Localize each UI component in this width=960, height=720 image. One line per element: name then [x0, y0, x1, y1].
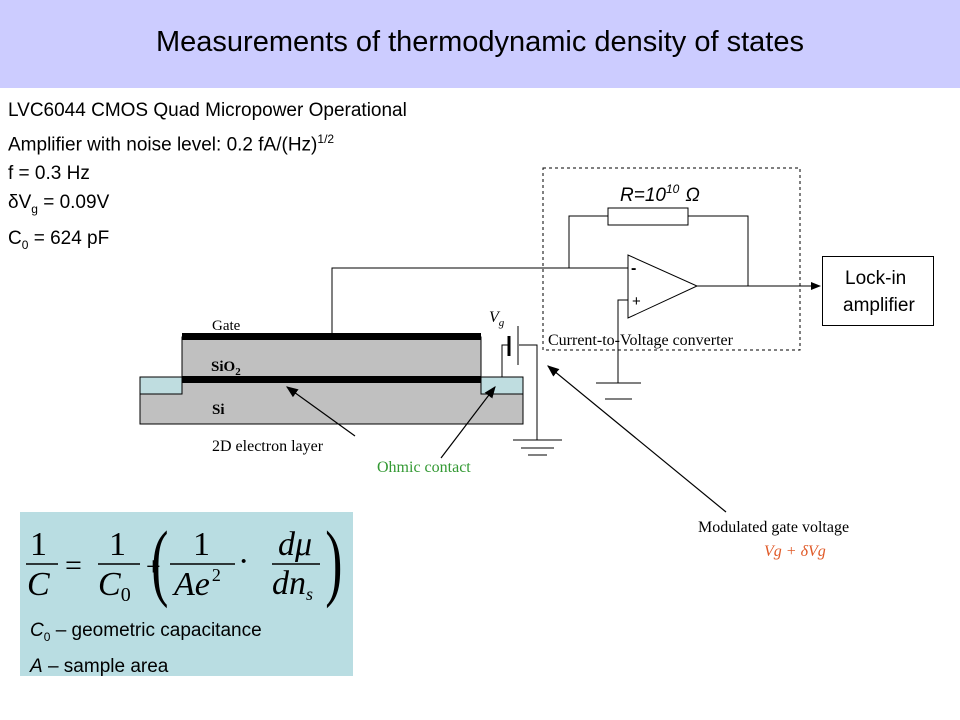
modulated-arrow: [547, 365, 727, 513]
source-ground-wire: [519, 344, 538, 440]
formula-paren-right: ): [325, 515, 342, 610]
spec-line-2: Amplifier with noise level: 0.2 fA/(Hz)1…: [8, 132, 335, 156]
gate-wire: [331, 267, 628, 333]
feedback-resistor: [607, 207, 689, 226]
formula-equals: =: [65, 549, 82, 582]
spec-line-4: δVg = 0.09V: [8, 192, 110, 217]
plus-input-wire: [617, 299, 628, 383]
spec-line-5: C0 = 624 pF: [8, 228, 110, 252]
legend-a: A – sample area: [30, 655, 169, 677]
vg-label: Vg: [489, 309, 505, 329]
converter-box: [542, 167, 801, 351]
formula-box: [20, 512, 353, 676]
formula-c0: C0: [98, 566, 131, 606]
formula-plus: +: [146, 552, 161, 581]
lock-in-line-1: Lock-in: [845, 268, 907, 289]
electron-layer-label: 2D electron layer: [212, 438, 324, 455]
sio2-layer: [181, 336, 482, 382]
gate-label: Gate: [212, 318, 241, 334]
left-contact-region: [139, 376, 183, 395]
lock-in-amplifier-box: Lock-in amplifier: [822, 256, 934, 326]
page-title: Measurements of thermodynamic density of…: [156, 26, 804, 58]
modulated-formula: Vg + δVg: [764, 543, 826, 560]
electron-layer-arrow: [286, 386, 356, 437]
formula-dot: ·: [238, 543, 249, 580]
sio2-label: SiO2: [211, 359, 241, 378]
formula-dmu: dμ: [278, 526, 312, 563]
formula-paren-left: (: [151, 515, 168, 610]
formula-one-1: 1: [30, 526, 47, 563]
spec-line-3: f = 0.3 Hz: [8, 163, 90, 185]
op-amp-minus: -: [631, 260, 636, 277]
formula-legend: C0 – geometric capacitance A – sample ar…: [30, 616, 262, 681]
gate-electrode: [182, 333, 481, 340]
right-contact-region: [480, 376, 524, 395]
formula-c: C: [27, 566, 50, 603]
op-amp-plus: +: [632, 293, 641, 310]
op-amp: [627, 254, 699, 319]
formula-dn: dns: [272, 565, 313, 604]
amplifier-specs: LVC6044 CMOS Quad Micropower Operational…: [8, 96, 407, 260]
electron-layer: [182, 376, 481, 383]
modulated-label: Modulated gate voltage: [698, 519, 849, 536]
contact-wire: [501, 344, 508, 377]
ohmic-contact-arrow: [440, 386, 496, 459]
feedback-wire-right: [688, 215, 749, 286]
spec-line-1: LVC6044 CMOS Quad Micropower Operational: [8, 100, 407, 121]
legend-c0: C0 – geometric capacitance: [30, 620, 262, 644]
formula-one-3: 1: [193, 526, 210, 563]
formula-one-2: 1: [109, 526, 126, 563]
si-substrate: [139, 376, 524, 425]
feedback-wire-left: [568, 215, 608, 268]
ohmic-contact-label: Ohmic contact: [377, 459, 471, 476]
title-bar: [0, 0, 960, 88]
converter-label: Current-to-Voltage converter: [548, 332, 734, 349]
lock-in-line-2: amplifier: [843, 295, 915, 316]
si-label: Si: [212, 402, 225, 418]
